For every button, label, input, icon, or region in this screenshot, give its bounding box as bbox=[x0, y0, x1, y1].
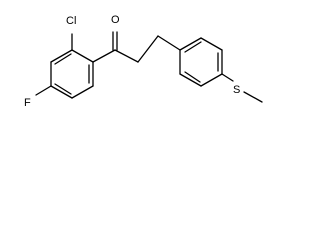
ring2-double-bond-3 bbox=[184, 71, 201, 83]
oxygen-label: O bbox=[111, 14, 120, 26]
chain-bond-3 bbox=[157, 35, 181, 51]
fluorine-label: F bbox=[24, 97, 31, 109]
ring2-bond-4 bbox=[200, 73, 223, 87]
chlorine-label: Cl bbox=[66, 15, 76, 27]
ring1-double-bond-3 bbox=[54, 53, 72, 65]
ring1-double-bond-2 bbox=[54, 83, 72, 95]
right-benzene-ring bbox=[179, 37, 223, 87]
ring1-bond-4 bbox=[50, 85, 73, 99]
c-s-bond bbox=[221, 73, 234, 82]
ring1-bond-6 bbox=[50, 49, 73, 63]
ring1-bond-1 bbox=[71, 49, 94, 63]
chain-bond-2 bbox=[137, 35, 159, 63]
left-benzene-ring bbox=[50, 49, 94, 99]
ring2-bond-5 bbox=[179, 73, 202, 87]
c-f-bond bbox=[35, 85, 52, 96]
chain-bond-1 bbox=[114, 49, 139, 63]
chemical-structure-diagram: Cl F O S bbox=[24, 14, 263, 109]
ring2-bond-2 bbox=[200, 37, 223, 51]
sulfur-label: S bbox=[233, 84, 240, 96]
ring2-bond-1 bbox=[179, 37, 202, 51]
ring2-double-bond-1 bbox=[184, 41, 202, 53]
ring-carbonyl-bond bbox=[92, 49, 116, 63]
ring1-bond-3 bbox=[71, 85, 94, 99]
s-methyl-bond bbox=[243, 91, 263, 103]
